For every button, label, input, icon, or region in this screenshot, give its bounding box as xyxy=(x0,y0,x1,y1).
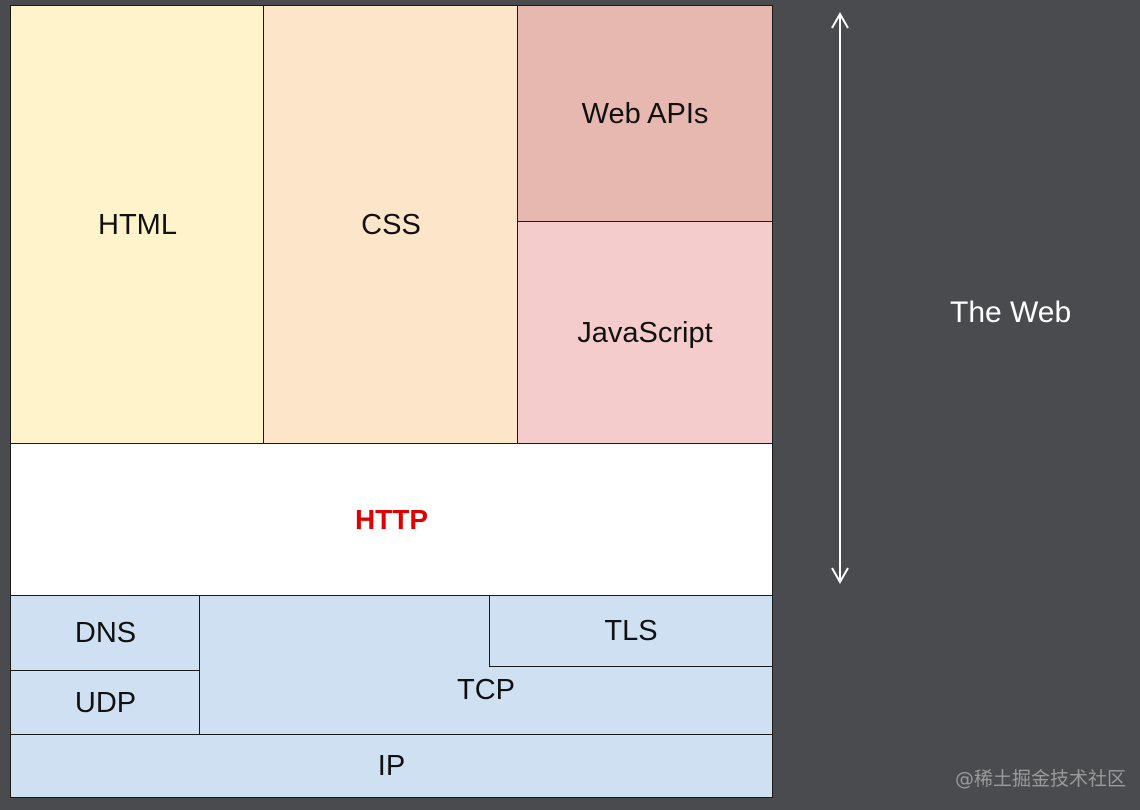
layer-udp: UDP xyxy=(10,670,201,736)
layer-javascript: JavaScript xyxy=(517,221,773,445)
layer-html: HTML xyxy=(10,5,265,445)
layer-web-apis: Web APIs xyxy=(517,5,773,223)
layer-dns: DNS xyxy=(10,595,201,672)
layer-http-label: HTTP xyxy=(354,504,429,535)
layer-ip-label: IP xyxy=(377,749,406,782)
layer-ip: IP xyxy=(10,734,773,798)
layer-javascript-label: JavaScript xyxy=(577,316,713,349)
layer-tcp-label: TCP xyxy=(457,674,515,706)
layer-html-label: HTML xyxy=(98,208,177,241)
layer-dns-label: DNS xyxy=(74,617,137,649)
double-headed-arrow-icon xyxy=(831,11,849,585)
layer-tls-label: TLS xyxy=(604,614,658,647)
layer-css-label: CSS xyxy=(361,208,421,241)
layer-tls: TLS xyxy=(489,595,773,667)
watermark: @稀土掘金技术社区 xyxy=(955,768,1127,790)
the-web-label: The Web xyxy=(950,296,1072,329)
layer-css: CSS xyxy=(263,5,519,445)
layer-http: HTTP xyxy=(10,443,773,597)
layer-udp-label: UDP xyxy=(74,686,137,719)
layer-web-apis-label: Web APIs xyxy=(581,97,709,130)
